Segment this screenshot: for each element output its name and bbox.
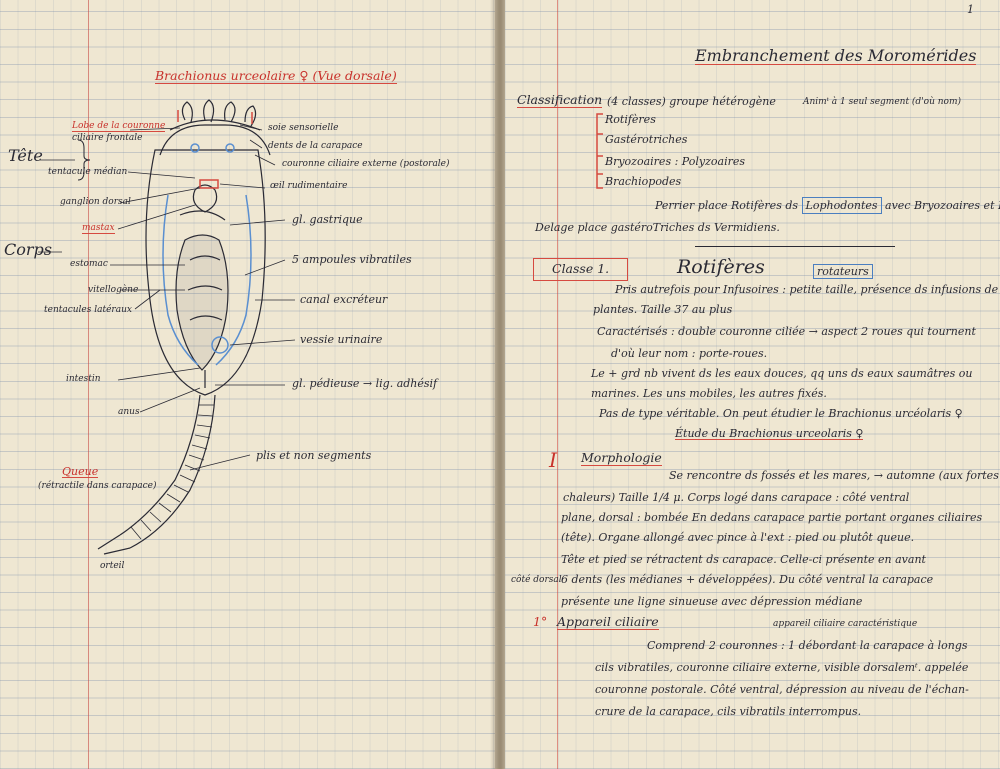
label-tete: Tête (8, 146, 43, 165)
class-item: Gastérotriches (605, 133, 688, 146)
perrier-line: Perrier place Rotifères ds Lophodontes a… (655, 197, 1000, 214)
label-tentacules-lateraux: tentacules latéraux (44, 305, 132, 315)
right-page: 1 Embranchement des Moromérides Classifi… (505, 0, 1000, 769)
specimen-drawing (38, 99, 296, 555)
app-line: crure de la carapace, cils vibratils int… (595, 705, 862, 718)
label-ganglion: ganglion dorsal (60, 197, 131, 207)
page-number: 1 (967, 3, 974, 16)
class-item: Brachiopodes (605, 175, 682, 188)
section-1-number: I (549, 448, 557, 472)
classe-box: Classe 1. (533, 258, 629, 281)
section-2-title: Appareil ciliaire (557, 614, 659, 630)
label-estomac: estomac (70, 259, 108, 269)
body-line: Pas de type véritable. On peut étudier l… (599, 407, 963, 420)
morph-line: Tête et pied se rétractent ds carapace. … (561, 553, 926, 566)
classes-note: (4 classes) groupe hétérogène (607, 95, 776, 108)
label-intestin: intestin (66, 374, 101, 384)
app-line: cils vibratiles, couronne ciliaire exter… (595, 661, 969, 674)
perrier-text: Perrier place Rotifères ds (655, 199, 799, 212)
rotiferes-title: Rotifères (677, 256, 765, 278)
body-line: Le + grd nb vivent ds les eaux douces, q… (591, 367, 973, 380)
label-tentacule: tentacule médian (48, 167, 128, 177)
label-orteil: orteil (100, 561, 125, 571)
margin-line (88, 0, 89, 769)
label-mastax: mastax (82, 223, 115, 234)
label-canal: canal excréteur (300, 293, 388, 306)
rotateurs-box: rotateurs (813, 264, 873, 279)
label-oeil: œil rudimentaire (270, 181, 348, 191)
lophodontes-box: Lophodontes (801, 197, 882, 214)
morph-line: 6 dents (les médianes + développées). Du… (561, 573, 934, 586)
body-line: Pris autrefois pour Infusoires : petite … (615, 283, 999, 296)
label-anus: anus (118, 407, 140, 417)
cote-dorsal-note: côté dorsal (511, 575, 562, 585)
body-line: d'où leur nom : porte-roues. (611, 347, 768, 360)
left-page: Brachionus urceolaire ♀ (Vue dorsale) (0, 0, 495, 769)
morph-line: (tête). Organe allongé avec pince à l'ex… (561, 531, 915, 544)
label-vitellogene: vitellogène (88, 285, 139, 295)
morph-line: plane, dorsal : bombée En dedans carapac… (561, 511, 983, 524)
margin-line (557, 0, 558, 769)
label-corps: Corps (4, 240, 52, 259)
classification-bracket (596, 113, 603, 189)
section-divider (695, 246, 895, 247)
delage-line: Delage place gastéroTriches ds Vermidien… (535, 221, 780, 234)
segment-note: Animᵗ à 1 seul segment (d'où nom) (803, 97, 962, 107)
embranchement-heading: Embranchement des Moromérides (695, 46, 977, 65)
label-lobe-2: ciliaire frontale (72, 133, 143, 143)
label-queue-note: (rétractile dans carapace) (38, 481, 157, 491)
label-gl-pedieuse: gl. pédieuse → lig. adhésif (292, 377, 438, 390)
diagram-title: Brachionus urceolaire ♀ (Vue dorsale) (155, 68, 397, 84)
app-line: couronne postorale. Côté ventral, dépres… (595, 683, 969, 696)
label-vessie: vessie urinaire (300, 333, 383, 346)
label-lobe: Lobe de la couronne (72, 121, 166, 132)
morph-line: chaleurs) Taille 1/4 μ. Corps logé dans … (563, 491, 910, 504)
label-couronne: couronne ciliaire externe (postorale) (282, 159, 450, 169)
label-dents: dents de la carapace (268, 141, 363, 151)
body-line: plantes. Taille 37 au plus (593, 303, 733, 316)
label-queue: Queue (62, 465, 99, 478)
body-line: Caractérisés : double couronne ciliée → … (597, 325, 976, 338)
class-item: Bryozoaires : Polyzoaires (605, 155, 746, 168)
etude-heading: Étude du Brachionus urceolaris ♀ (675, 427, 864, 440)
label-ampoules: 5 ampoules vibratiles (292, 253, 412, 266)
label-soie: soie sensorielle (268, 123, 339, 133)
perrier-end: avec Bryozoaires et Brachiop. (885, 199, 1000, 212)
classification-heading: Classification (517, 92, 603, 108)
section-1-title: Morphologie (581, 450, 662, 466)
class-item: Rotifères (605, 113, 656, 126)
section-2-number: 1° (533, 614, 548, 629)
appareil-note: appareil ciliaire caractéristique (773, 619, 918, 629)
app-line: Comprend 2 couronnes : 1 débordant la ca… (647, 639, 968, 652)
label-gl-gastrique: gl. gastrique (292, 213, 363, 226)
morph-line: présente une ligne sinueuse avec dépress… (561, 595, 863, 608)
label-plis: plis et non segments (256, 449, 372, 462)
body-line: marines. Les uns mobiles, les autres fix… (591, 387, 827, 400)
morph-line: Se rencontre ds fossés et les mares, → a… (669, 469, 999, 482)
